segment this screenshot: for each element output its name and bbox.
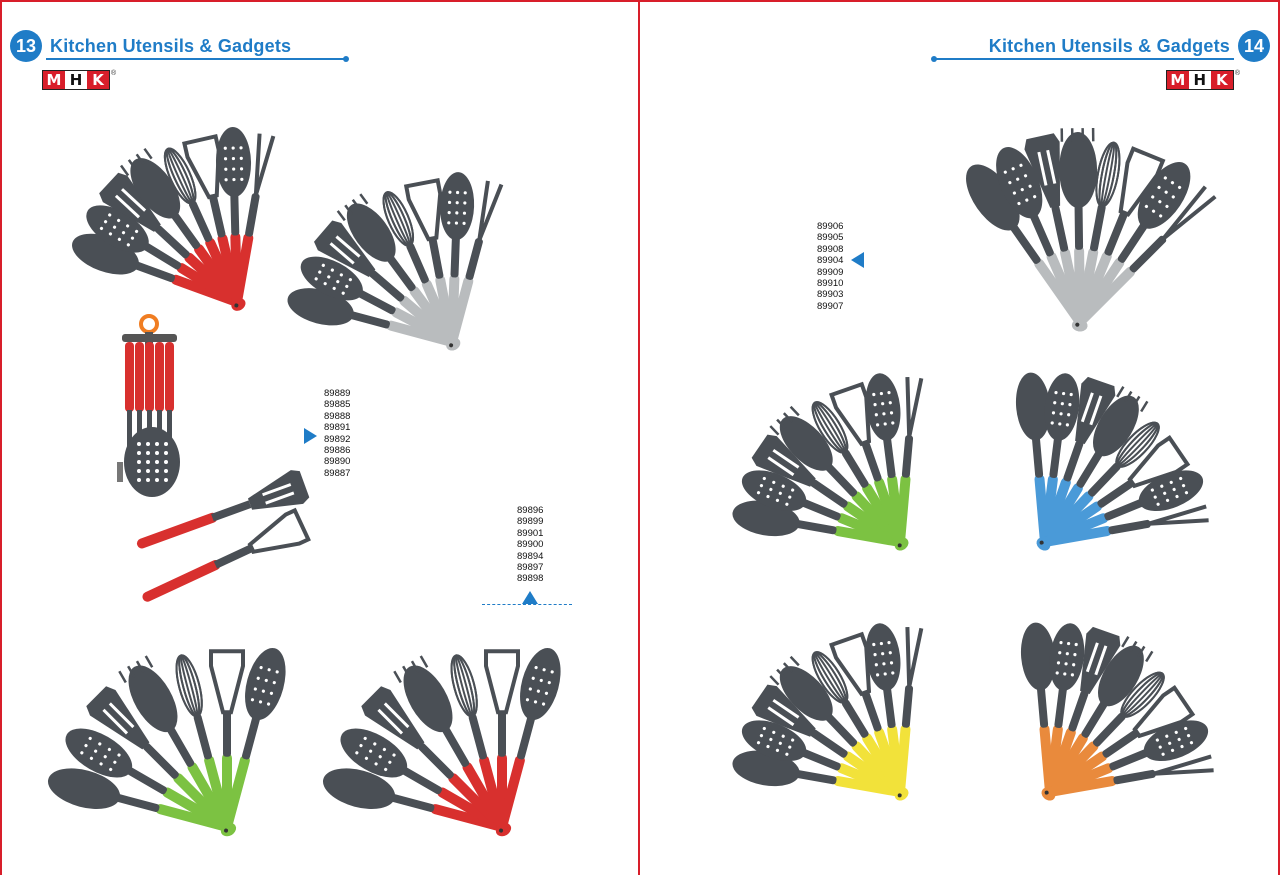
code-pointer-arrow	[522, 591, 538, 604]
utensil-whisk-icon	[382, 191, 459, 351]
utensil-ladle-icon	[865, 623, 906, 801]
utensil-set-red-lower	[312, 612, 632, 837]
utensil-ladle-icon	[220, 647, 286, 837]
utensil-set-green	[27, 612, 347, 837]
code-pointer-arrow	[851, 252, 864, 268]
catalog-page-14: 14 Kitchen Utensils & Gadgets M H K ® 89…	[640, 0, 1280, 875]
utensil-set-yellow	[710, 612, 970, 807]
utensil-fork-icon	[894, 377, 924, 551]
utensil-fork-icon	[231, 133, 276, 311]
page-number-badge: 13	[10, 30, 42, 62]
utensil-set-blue	[980, 362, 1240, 557]
utensil-fork-icon	[1071, 185, 1217, 331]
title-underline	[46, 56, 349, 62]
product-codes-list: 89906 89905 89908 89904 89909 89910 8990…	[817, 221, 844, 312]
page-number-badge: 14	[1238, 30, 1270, 62]
utensil-set-grey-long	[870, 102, 1260, 332]
product-codes-list: 89889 89885 89888 89891 89892 89886 8989…	[324, 388, 351, 479]
page-title: Kitchen Utensils & Gadgets	[988, 35, 1230, 56]
brand-logo: M H K ®	[42, 70, 116, 90]
utensil-pasta-icon	[1059, 128, 1098, 332]
utensil-stand-icon	[117, 314, 180, 497]
utensil-masher-icon	[209, 649, 245, 837]
utensil-set-grey	[282, 132, 602, 352]
title-underline	[931, 56, 1234, 62]
divider-dashed	[482, 604, 572, 605]
utensil-spatula-icon	[751, 434, 908, 549]
utensil-fork-icon	[1041, 754, 1214, 798]
utensil-whisk-icon	[1042, 671, 1165, 800]
utensil-masher-icon	[142, 507, 311, 602]
page-header: 13 Kitchen Utensils & Gadgets	[10, 30, 299, 62]
catalog-page-13: 13 Kitchen Utensils & Gadgets M H K ® 89…	[0, 0, 640, 875]
product-codes-list: 89896 89899 89901 89900 89894 89897 8989…	[517, 505, 544, 585]
page-title: Kitchen Utensils & Gadgets	[50, 35, 292, 56]
utensil-ladle-icon	[495, 647, 561, 837]
utensil-fork-icon	[894, 627, 924, 801]
utensil-spatula-icon	[136, 470, 310, 549]
utensil-fork-icon	[1036, 504, 1209, 548]
brand-logo: M H K ®	[1165, 70, 1240, 90]
utensil-set-green	[710, 362, 970, 557]
utensil-set-red-upper	[42, 72, 342, 312]
page-header: 14 Kitchen Utensils & Gadgets	[981, 30, 1270, 62]
code-pointer-arrow	[304, 428, 317, 444]
utensil-stand-red	[107, 312, 311, 602]
utensil-set-orange	[985, 612, 1245, 807]
utensil-fork-icon	[446, 180, 504, 351]
